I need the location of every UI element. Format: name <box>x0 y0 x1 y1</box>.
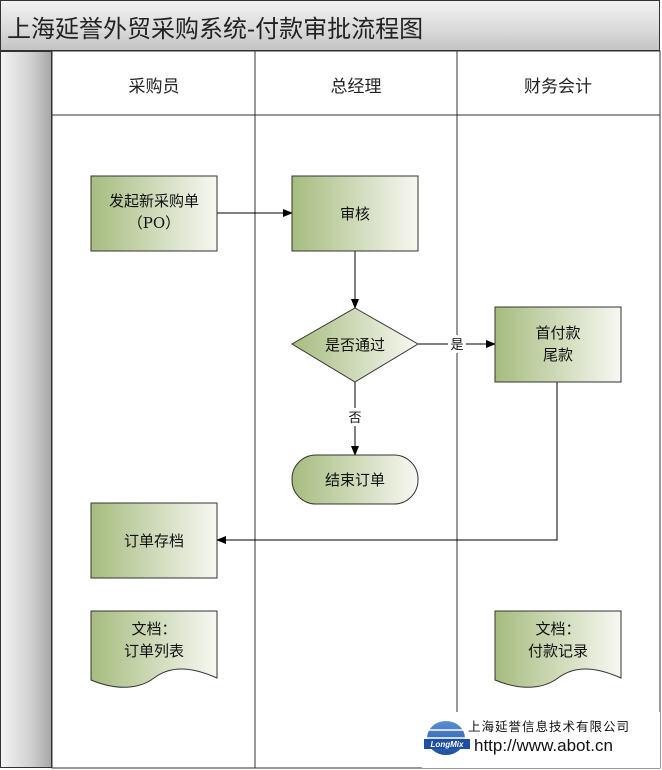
lane-grid <box>51 50 661 769</box>
node-decision-label: 是否通过 <box>325 336 385 354</box>
lane-title-finance: 财务会计 <box>524 77 592 97</box>
node-archive: 订单存档 <box>90 502 218 579</box>
node-doc-order: 文档： 订单列表 <box>90 610 218 688</box>
node-archive-label: 订单存档 <box>124 532 184 550</box>
node-decision: 是否通过 <box>291 307 419 383</box>
node-doc-order-line-2: 订单列表 <box>124 642 184 660</box>
node-doc-payment-line-1: 文档： <box>535 620 580 638</box>
node-payment-line-2: 尾款 <box>543 346 573 364</box>
yes-label-bg <box>448 335 466 353</box>
node-new-po-line-1: 发起新采购单 <box>109 192 199 210</box>
edge-label-no: 否 <box>348 411 361 426</box>
no-label-bg <box>346 408 364 426</box>
pool-side-bar <box>0 51 52 768</box>
node-review-label: 审核 <box>340 205 370 223</box>
node-end-label: 结束订单 <box>325 471 385 489</box>
lane-title-general-manager: 总经理 <box>330 77 382 97</box>
company-logo: LongMix 上海延誉信息技术有限公司 http://www.abot.cn <box>422 712 660 768</box>
node-new-po: 发起新采购单 （PO） <box>90 175 218 252</box>
logo-mark-text: LongMix <box>431 740 464 749</box>
page-title: 上海延誉外贸采购系统-付款审批流程图 <box>7 15 424 43</box>
logo-company-name: 上海延誉信息技术有限公司 <box>468 719 631 734</box>
node-end: 结束订单 <box>291 454 419 505</box>
logo-url: http://www.abot.cn <box>474 736 613 755</box>
lane-title-buyer: 采购员 <box>128 77 180 97</box>
node-payment-line-1: 首付款 <box>535 324 580 342</box>
edge-label-yes: 是 <box>450 338 463 353</box>
pool-border <box>51 50 661 769</box>
node-doc-order-line-1: 文档： <box>131 620 176 638</box>
node-review: 审核 <box>291 175 419 252</box>
node-doc-payment: 文档： 付款记录 <box>494 610 622 688</box>
node-doc-payment-line-2: 付款记录 <box>528 642 588 660</box>
globe-logo-icon: LongMix <box>424 721 470 755</box>
title-bar: 上海延誉外贸采购系统-付款审批流程图 <box>0 0 660 51</box>
node-payment: 首付款 尾款 <box>494 306 622 383</box>
edge-payment-to-archive <box>216 382 558 544</box>
node-new-po-line-2: （PO） <box>128 214 180 232</box>
